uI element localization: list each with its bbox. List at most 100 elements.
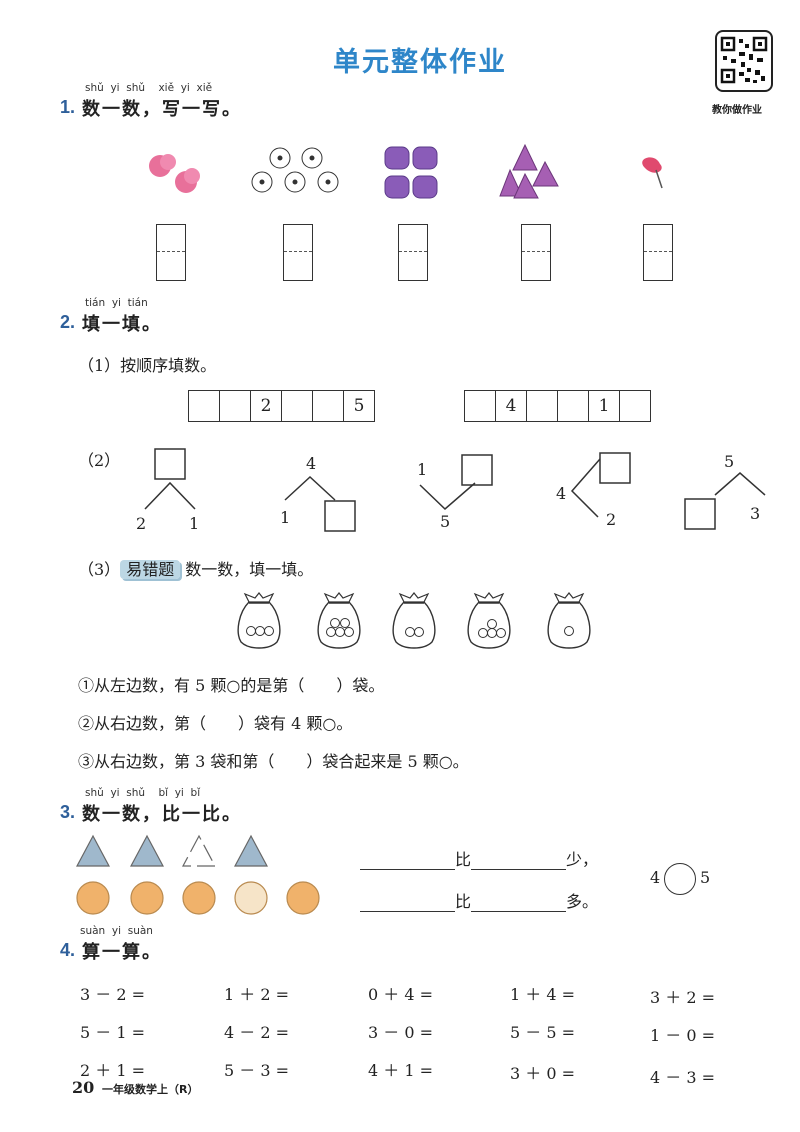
seq-b-cell: 4 [496,391,527,421]
blank[interactable] [471,850,567,870]
equation: 4 ＋ 1 = [368,1061,434,1080]
q3-heading: 数一数，比一比。 [82,804,242,825]
bond4-box [599,452,631,484]
orange-circle [286,881,320,915]
q2-part3-item-2: ②从右边数，第（ ）袋有 4 颗○。 [78,714,353,733]
q1-answer-box-5[interactable] [643,224,673,281]
purple-flowers-group [384,146,438,199]
q1-pictures [149,143,663,199]
q2-part1-label: （1）按顺序填数。 [78,356,217,375]
bag-1 [237,592,281,649]
bond5-box [684,498,716,530]
q3-line-2: 比 多。 [360,888,598,912]
triangle-outline [182,834,216,867]
q1-answer-box-1[interactable] [156,224,186,281]
bond3-bottom: 5 [440,512,450,531]
q2-part2-label: （2） [78,451,121,470]
q2-part3-instruction: 数一数，填一填。 [185,560,314,579]
equation: 3 － 2 = [80,985,146,1004]
bond4-left: 4 [556,484,566,503]
bond2-top: 4 [306,454,316,473]
equation: 5 － 3 = [224,1061,290,1080]
q4-heading: 算一算。 [82,942,162,963]
seq-a-cell[interactable] [220,391,251,421]
book-title: 一年级数学上（R） [102,1083,199,1096]
orange-circle [182,881,216,915]
orange-circle [76,881,110,915]
triangle [130,834,164,867]
equation: 5 － 5 = [510,1023,576,1042]
equation: 1 ＋ 4 = [510,985,576,1004]
triangle [76,834,110,867]
seq-a-cell[interactable] [282,391,313,421]
q1-answer-box-3[interactable] [398,224,428,281]
seq-a-cell: 5 [353,396,365,416]
q1-answer-box-4[interactable] [521,224,551,281]
q2-heading: 填一填。 [82,314,162,335]
q2-pinyin: tián yi tián [85,297,148,309]
q3-number: 3. [60,802,76,822]
bond4-bottom: 2 [606,510,616,529]
equation: 3 － 0 = [368,1023,434,1042]
seq-a-cell[interactable] [189,391,220,421]
white-flowers-group [251,147,339,193]
blank[interactable] [360,892,455,912]
compare-right: 5 [700,868,711,887]
seq-b-cell[interactable] [527,391,558,421]
bond5-top: 5 [724,452,734,471]
bond2-box [324,500,356,532]
q4-pinyin: suàn yi suàn [80,925,153,937]
q1-pinyin: shǔ yi shǔ xiě yi xiě [85,82,213,94]
bond3-box [461,454,493,486]
triangle [234,834,268,867]
q3-shapes [76,834,320,915]
q3-pinyin: shǔ yi shǔ bǐ yi bǐ [85,787,201,799]
q3-line-1: 比 少， [360,846,598,870]
q1-heading: 数一数，写一写。 [82,99,242,120]
equation: 3 ＋ 2 = [650,988,716,1007]
equation: 2 ＋ 1 = [80,1061,146,1080]
seq-b-cell[interactable] [620,391,650,421]
equation: 0 ＋ 4 = [368,985,434,1004]
equation: 4 － 3 = [650,1068,716,1087]
q2-number: 2. [60,312,76,332]
violet-flowers-group [499,143,559,199]
equation: 3 ＋ 0 = [510,1064,576,1083]
q4-number: 4. [60,940,76,960]
bond3-top: 1 [417,460,427,479]
bag-5 [547,592,591,649]
seq-a-cell[interactable] [313,391,344,421]
pink-flowers-group [149,154,200,193]
equation: 1 ＋ 2 = [224,985,290,1004]
page-title: 单元整体作业 [333,47,507,78]
compare-left: 4 [650,868,661,887]
sequence-a: 2 5 [188,390,375,422]
seq-b-cell[interactable] [465,391,496,421]
q1-number: 1. [60,97,76,117]
equation: 1 － 0 = [650,1026,716,1045]
bond1-left: 2 [136,514,146,533]
blank[interactable] [360,850,455,870]
bag-3 [392,592,436,649]
bond5-right: 3 [750,504,760,523]
q1-answer-box-2[interactable] [283,224,313,281]
equation: 5 － 1 = [80,1023,146,1042]
equation: 4 － 2 = [224,1023,290,1042]
qr-caption: 教你做作业 [712,105,762,116]
seq-b-cell[interactable] [558,391,589,421]
q2-part3-item-3: ③从右边数，第 3 袋和第（ ）袋合起来是 5 颗○。 [78,752,469,771]
single-flower [642,157,663,189]
bond1-right: 1 [189,514,199,533]
orange-circle-faded [234,881,268,915]
compare-circle[interactable] [664,863,696,895]
bag-4 [467,592,511,649]
blank[interactable] [471,892,567,912]
sequence-b: 4 1 [464,390,651,422]
q2-part3-label: （3） [78,560,121,579]
seq-a-cell: 2 [251,391,282,421]
q2-part3-header: （3）易错题 数一数，填一填。 [78,556,313,580]
q2-part3-item-1: ①从左边数，有 5 颗○的是第（ ）袋。 [78,676,385,695]
page-number: 20 [72,1078,95,1097]
bags-row [237,592,591,649]
error-prone-tag: 易错题 [120,560,181,579]
